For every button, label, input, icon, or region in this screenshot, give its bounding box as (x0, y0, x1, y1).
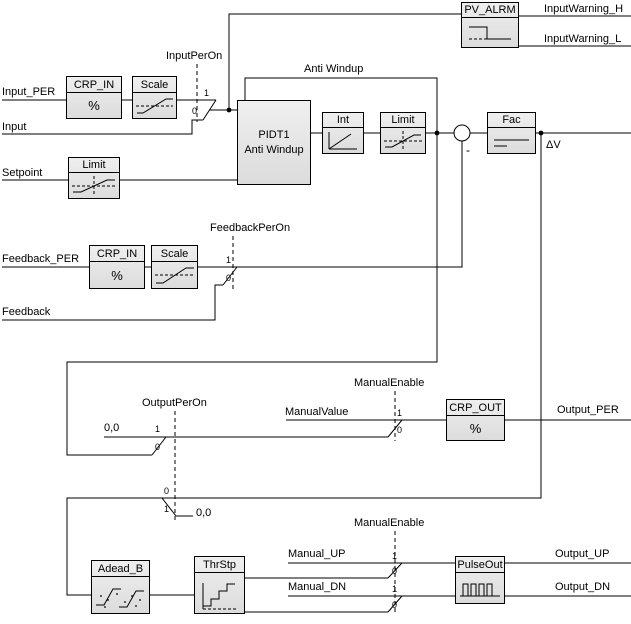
percent-conversion-icon: % (469, 420, 482, 436)
switch-manual-dn-pos0: 0 (392, 600, 398, 610)
label-anti-windup: Anti Windup (304, 63, 364, 75)
switch-output-per-analog-pos0: 0 (155, 442, 161, 452)
label-input-warning-l: InputWarning_L (544, 33, 622, 45)
switch-input-per-pos0: 0 (192, 106, 198, 116)
block-crp-in-1-title: CRP_IN (67, 77, 121, 93)
switch-output-per-analog-pos1: 1 (155, 424, 161, 434)
label-manual-dn: Manual_DN (288, 581, 347, 593)
label-manual-enable-pulse: ManualEnable (354, 517, 425, 529)
label-input-per: Input_PER (2, 86, 56, 98)
label-input-warning-h: InputWarning_H (544, 3, 624, 15)
constant-zero-analog: 0,0 (104, 422, 120, 434)
label-input-per-on: InputPerOn (166, 50, 223, 62)
label-output-dn: Output_DN (555, 581, 611, 593)
signal-lines (2, 13, 631, 613)
label-setpoint: Setpoint (2, 167, 43, 179)
sum-minus-sign: - (466, 143, 470, 157)
block-limit-setpoint-title: Limit (69, 158, 119, 173)
block-scale-2: Scale (151, 245, 198, 289)
label-feedback-per: Feedback_PER (2, 253, 80, 265)
limiter-icon (72, 176, 116, 195)
block-int: Int (322, 112, 364, 154)
switch-manual-analog-pos1: 1 (397, 408, 403, 418)
switch-output-per-pulse-pos1: 1 (164, 504, 170, 514)
block-limit-output-title: Limit (381, 113, 425, 128)
block-pulseout-title: PulseOut (456, 557, 504, 573)
block-pidt1-title-line1: PIDT1 (258, 128, 290, 141)
block-adead-b-title: Adead_B (92, 561, 149, 577)
label-output-per-on: OutputPerOn (142, 397, 207, 409)
label-manual-up: Manual_UP (288, 548, 346, 560)
block-fac: Fac (487, 112, 536, 154)
label-output-per: Output_PER (557, 404, 619, 416)
block-crp-in-2-title: CRP_IN (90, 246, 144, 262)
constant-zero-pulse: 0,0 (196, 507, 212, 519)
block-fac-title: Fac (488, 113, 535, 128)
three-step-icon (202, 583, 238, 610)
limiter-icon (384, 131, 422, 150)
label-feedback: Feedback (2, 306, 51, 318)
switch-feedback-pos1: 1 (226, 255, 232, 265)
switch-manual-dn-pos1: 1 (392, 584, 398, 594)
block-scale-2-title: Scale (152, 246, 197, 262)
sum-junction (453, 124, 471, 142)
block-scale-1-title: Scale (133, 77, 176, 93)
block-pulseout: PulseOut (455, 556, 505, 604)
block-crp-in-2: CRP_IN % (89, 245, 145, 289)
block-pidt1: PIDT1 Anti Windup (237, 100, 311, 185)
switch-input-per-pos1: 1 (204, 88, 210, 98)
label-manual-value: ManualValue (285, 406, 349, 418)
pulse-train-icon (460, 583, 500, 597)
label-manual-enable-analog: ManualEnable (354, 377, 425, 389)
block-scale-1: Scale (132, 76, 177, 119)
scale-ramp-icon (155, 267, 194, 284)
label-delta-v: ΔV (546, 139, 561, 151)
alarm-limits-icon (469, 26, 511, 40)
block-crp-out: CRP_OUT % (446, 399, 505, 441)
control-lines (174, 64, 396, 614)
percent-conversion-icon: % (111, 267, 123, 283)
scale-ramp-icon (136, 98, 173, 114)
label-output-up: Output_UP (555, 548, 610, 560)
block-pv-alrm-title: PV_ALRM (462, 3, 518, 18)
switch-manual-up-pos0: 0 (392, 566, 398, 576)
block-int-title: Int (323, 113, 363, 128)
junction-dots (226, 107, 544, 136)
integrator-icon (328, 132, 357, 150)
block-limit-output: Limit (380, 112, 426, 154)
block-crp-out-title: CRP_OUT (447, 400, 504, 416)
block-limit-setpoint: Limit (68, 157, 120, 199)
switch-manual-analog-pos0: 0 (397, 425, 403, 435)
block-thrstp-title: ThrStp (195, 557, 244, 573)
switch-output-per-pulse-pos0: 0 (164, 486, 170, 496)
percent-conversion-icon: % (88, 98, 100, 113)
switch-feedback-pos0: 0 (226, 273, 232, 283)
label-feedback-per-on: FeedbackPerOn (210, 222, 291, 234)
label-input: Input (2, 121, 27, 133)
block-pidt1-title-line2: Anti Windup (244, 143, 304, 156)
block-pv-alrm: PV_ALRM (461, 2, 519, 48)
factor-icon (494, 139, 529, 147)
switch-manual-up-pos1: 1 (392, 551, 398, 561)
block-thrstp: ThrStp (194, 556, 245, 614)
deadband-icon (96, 588, 144, 608)
block-adead-b: Adead_B (91, 560, 150, 614)
block-crp-in-1: CRP_IN % (66, 76, 122, 119)
